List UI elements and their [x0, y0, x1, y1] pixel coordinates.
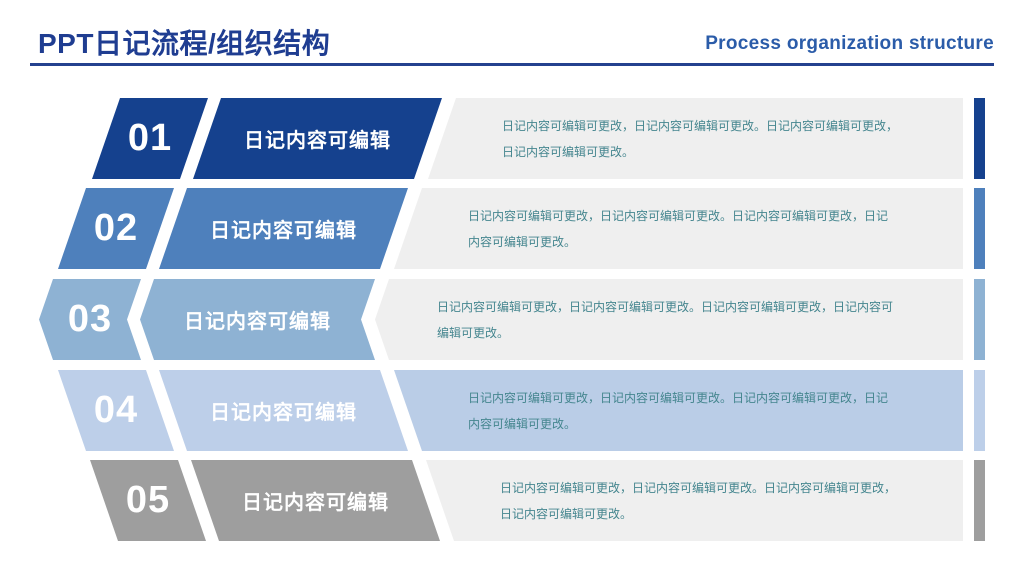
step-number: 01	[127, 117, 173, 159]
step-description-line2: 内容可编辑可更改。	[468, 234, 577, 249]
row-color-strip	[974, 188, 985, 269]
slide-subtitle: Process organization structure	[705, 33, 994, 54]
step-description-panel: 日记内容可编辑可更改，日记内容可编辑可更改。日记内容可编辑可更改，日记 内容可编…	[394, 370, 963, 451]
step-label-shape: 日记内容可编辑	[140, 279, 375, 360]
row-color-strip	[974, 460, 985, 541]
step-description-line2: 日记内容可编辑可更改。	[502, 144, 635, 159]
step-label: 日记内容可编辑	[210, 402, 357, 424]
step-number-shape: 03	[39, 279, 141, 360]
step-number-shape: 04	[58, 370, 174, 451]
step-description-panel: 日记内容可编辑可更改，日记内容可编辑可更改。日记内容可编辑可更改，日记内容可 编…	[375, 279, 963, 360]
step-label-shape: 日记内容可编辑	[193, 98, 442, 179]
process-row-1: 01 日记内容可编辑 日记内容可编辑可更改，日记内容可编辑可更改。日记内容可编辑…	[0, 98, 1024, 179]
process-row-3: 03 日记内容可编辑 日记内容可编辑可更改，日记内容可编辑可更改。日记内容可编辑…	[0, 279, 1024, 360]
process-row-5: 05 日记内容可编辑 日记内容可编辑可更改，日记内容可编辑可更改。日记内容可编辑…	[0, 460, 1024, 541]
step-description-line2: 日记内容可编辑可更改。	[500, 506, 633, 521]
step-description-line1: 日记内容可编辑可更改，日记内容可编辑可更改。日记内容可编辑可更改，	[502, 118, 899, 133]
step-number-shape: 05	[90, 460, 206, 541]
step-description-panel: 日记内容可编辑可更改，日记内容可编辑可更改。日记内容可编辑可更改， 日记内容可编…	[426, 460, 963, 541]
step-description-line2: 内容可编辑可更改。	[468, 416, 577, 431]
step-number: 04	[93, 389, 139, 431]
step-description-panel: 日记内容可编辑可更改，日记内容可编辑可更改。日记内容可编辑可更改，日记 内容可编…	[394, 188, 963, 269]
step-number: 05	[125, 479, 171, 521]
step-number-shape: 02	[58, 188, 174, 269]
step-label-shape: 日记内容可编辑	[191, 460, 440, 541]
step-description-line1: 日记内容可编辑可更改，日记内容可编辑可更改。日记内容可编辑可更改，	[500, 480, 897, 495]
row-color-strip	[974, 370, 985, 451]
process-row-4: 04 日记内容可编辑 日记内容可编辑可更改，日记内容可编辑可更改。日记内容可编辑…	[0, 370, 1024, 451]
step-description-line1: 日记内容可编辑可更改，日记内容可编辑可更改。日记内容可编辑可更改，日记	[468, 390, 889, 405]
row-color-strip	[974, 279, 985, 360]
step-number-shape: 01	[92, 98, 208, 179]
header: PPT日记流程/组织结构 Process organization struct…	[30, 0, 994, 66]
step-number: 02	[93, 207, 139, 249]
step-label: 日记内容可编辑	[244, 130, 391, 152]
step-description-line1: 日记内容可编辑可更改，日记内容可编辑可更改。日记内容可编辑可更改，日记内容可	[437, 299, 894, 314]
step-label: 日记内容可编辑	[210, 220, 357, 242]
process-row-2: 02 日记内容可编辑 日记内容可编辑可更改，日记内容可编辑可更改。日记内容可编辑…	[0, 188, 1024, 269]
slide-title: PPT日记流程/组织结构	[38, 28, 331, 59]
step-label: 日记内容可编辑	[242, 492, 389, 514]
step-number: 03	[67, 298, 113, 340]
step-label-shape: 日记内容可编辑	[159, 188, 408, 269]
step-description-line2: 编辑可更改。	[437, 325, 510, 340]
step-description-panel: 日记内容可编辑可更改，日记内容可编辑可更改。日记内容可编辑可更改， 日记内容可编…	[428, 98, 963, 179]
row-color-strip	[974, 98, 985, 179]
step-label-shape: 日记内容可编辑	[159, 370, 408, 451]
step-description-line1: 日记内容可编辑可更改，日记内容可编辑可更改。日记内容可编辑可更改，日记	[468, 208, 889, 223]
step-label: 日记内容可编辑	[184, 311, 331, 333]
